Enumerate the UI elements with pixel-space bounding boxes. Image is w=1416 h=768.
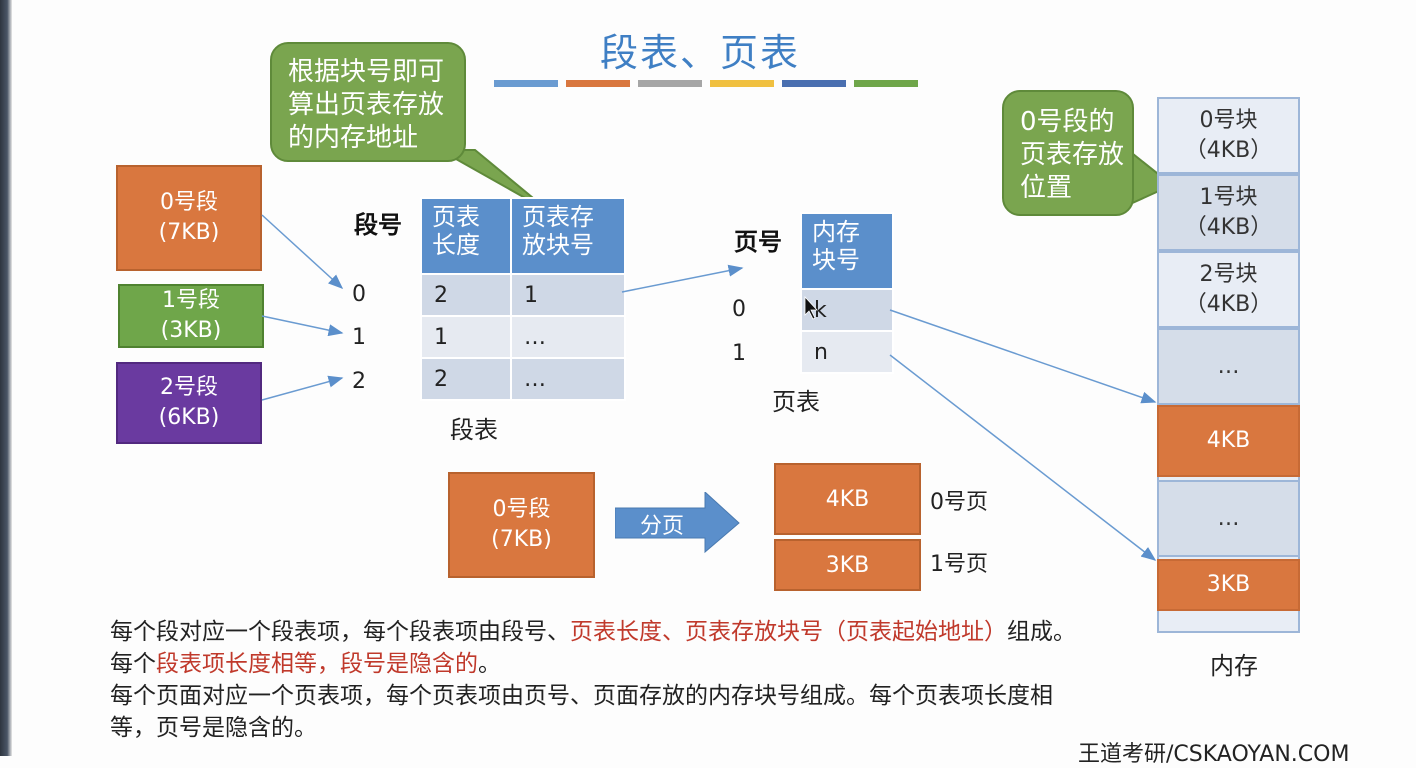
arrow-seg1 bbox=[261, 315, 344, 337]
seg-row-id: 0 bbox=[352, 282, 366, 307]
title-bar-segment bbox=[566, 80, 630, 87]
watermark: 王道考研/CSKAOYAN.COM bbox=[1078, 742, 1350, 767]
block-name: 0号块 bbox=[1199, 107, 1258, 133]
arrow-page0-mem bbox=[889, 309, 1157, 404]
segment-0-box: 0号段 (7KB) bbox=[116, 165, 262, 271]
block-size: （4KB） bbox=[1184, 214, 1273, 240]
memory-block-page-1: 3KB bbox=[1157, 559, 1300, 611]
seg-row-id: 1 bbox=[352, 325, 366, 350]
segment-size: (7KB) bbox=[158, 220, 220, 245]
seg-row-id: 2 bbox=[352, 369, 366, 394]
table-row: 1 … bbox=[420, 315, 626, 359]
block-size: （4KB） bbox=[1184, 291, 1273, 317]
segment-1-box: 1号段 (3KB) bbox=[118, 284, 264, 348]
segment-label: 0号段 bbox=[492, 497, 551, 522]
paging-arrow-label: 分页 bbox=[640, 514, 685, 539]
title-bar-segment bbox=[854, 80, 918, 87]
title-bar-segment bbox=[710, 80, 774, 87]
callout-top: 根据块号即可算出页表存放的内存地址 bbox=[270, 42, 466, 162]
memory-block-0: 0号块 （4KB） bbox=[1157, 97, 1300, 174]
memory-block-1: 1号块 （4KB） bbox=[1157, 174, 1300, 251]
para-text: 组成。每个 bbox=[110, 619, 1076, 677]
seg-table-header: 页表存放块号 bbox=[510, 197, 626, 275]
page-table-caption: 页表 bbox=[772, 388, 820, 416]
table-cell: 1 bbox=[420, 315, 512, 359]
title-bar-segment bbox=[494, 80, 558, 87]
page-0-box: 4KB bbox=[774, 463, 921, 535]
segment-size: (7KB) bbox=[491, 527, 552, 552]
table-cell: … bbox=[510, 315, 626, 359]
page-row-id: 0 bbox=[732, 297, 746, 322]
seg-table-caption: 段表 bbox=[450, 416, 498, 444]
page-table-header: 内存块号 bbox=[800, 212, 894, 290]
segment-label: 1号段 bbox=[162, 288, 220, 313]
paging-arrow-icon bbox=[615, 492, 740, 554]
arrow-to-pagetable bbox=[621, 264, 744, 293]
page-0-label: 0号页 bbox=[930, 490, 988, 515]
arrow-seg0 bbox=[261, 214, 344, 290]
para-highlight: 页表长度、页表存放块号（页表起始地址） bbox=[570, 619, 1007, 645]
memory-block-ellipsis: … bbox=[1157, 480, 1300, 557]
segment-table: 页表长度 页表存放块号 2 1 1 … 2 … bbox=[420, 197, 626, 401]
segment-label: 2号段 bbox=[160, 375, 218, 400]
table-cell: n bbox=[800, 330, 894, 374]
page-1-box: 3KB bbox=[774, 539, 921, 591]
arrow-seg2 bbox=[261, 375, 344, 401]
para-text: 每个段对应一个段表项，每个段表项由段号、 bbox=[110, 619, 570, 645]
block-name: 2号块 bbox=[1199, 261, 1258, 287]
paging-segment-box: 0号段 (7KB) bbox=[448, 472, 595, 578]
memory-block-ellipsis: … bbox=[1157, 328, 1300, 405]
table-cell: 1 bbox=[510, 273, 626, 317]
seg-number-header: 段号 bbox=[354, 211, 402, 239]
page-number-header: 页号 bbox=[734, 228, 782, 256]
memory-block-page-0: 4KB bbox=[1157, 405, 1300, 477]
table-row: 2 1 bbox=[420, 273, 626, 317]
table-row: n bbox=[800, 330, 894, 374]
page-table: 内存块号 k n bbox=[800, 212, 894, 374]
cursor-icon bbox=[804, 295, 818, 320]
table-cell: 2 bbox=[420, 357, 512, 401]
segment-2-box: 2号段 (6KB) bbox=[116, 362, 262, 444]
block-name: 1号块 bbox=[1199, 184, 1258, 210]
callout-right: 0号段的页表存放位置 bbox=[1002, 90, 1134, 216]
seg-table-header: 页表长度 bbox=[420, 197, 512, 275]
segment-label: 0号段 bbox=[160, 190, 218, 215]
page-title: 段表、页表 bbox=[599, 31, 800, 75]
arrow-page1-mem bbox=[889, 354, 1157, 561]
block-size: （4KB） bbox=[1184, 137, 1273, 163]
memory-caption: 内存 bbox=[1210, 652, 1258, 680]
para-text: 。 bbox=[478, 651, 501, 677]
title-bar-segment bbox=[782, 80, 846, 87]
segment-size: (3KB) bbox=[160, 318, 222, 343]
table-cell: 2 bbox=[420, 273, 512, 317]
table-cell: … bbox=[510, 357, 626, 401]
page-1-label: 1号页 bbox=[930, 552, 988, 577]
title-bar-segment bbox=[638, 80, 702, 87]
paragraph-page-table: 每个页面对应一个页表项，每个页表项由页号、页面存放的内存块号组成。每个页表项长度… bbox=[110, 683, 1053, 741]
para-highlight: 段表项长度相等，段号是隐含的 bbox=[156, 651, 478, 677]
window-edge bbox=[0, 0, 12, 756]
page-row-id: 1 bbox=[732, 341, 746, 366]
memory-block-2: 2号块 （4KB） bbox=[1157, 251, 1300, 328]
table-row: 2 … bbox=[420, 357, 626, 401]
paragraph-segment-table: 每个段对应一个段表项，每个段表项由段号、页表长度、页表存放块号（页表起始地址）组… bbox=[110, 616, 1080, 680]
segment-size: (6KB) bbox=[158, 405, 220, 430]
